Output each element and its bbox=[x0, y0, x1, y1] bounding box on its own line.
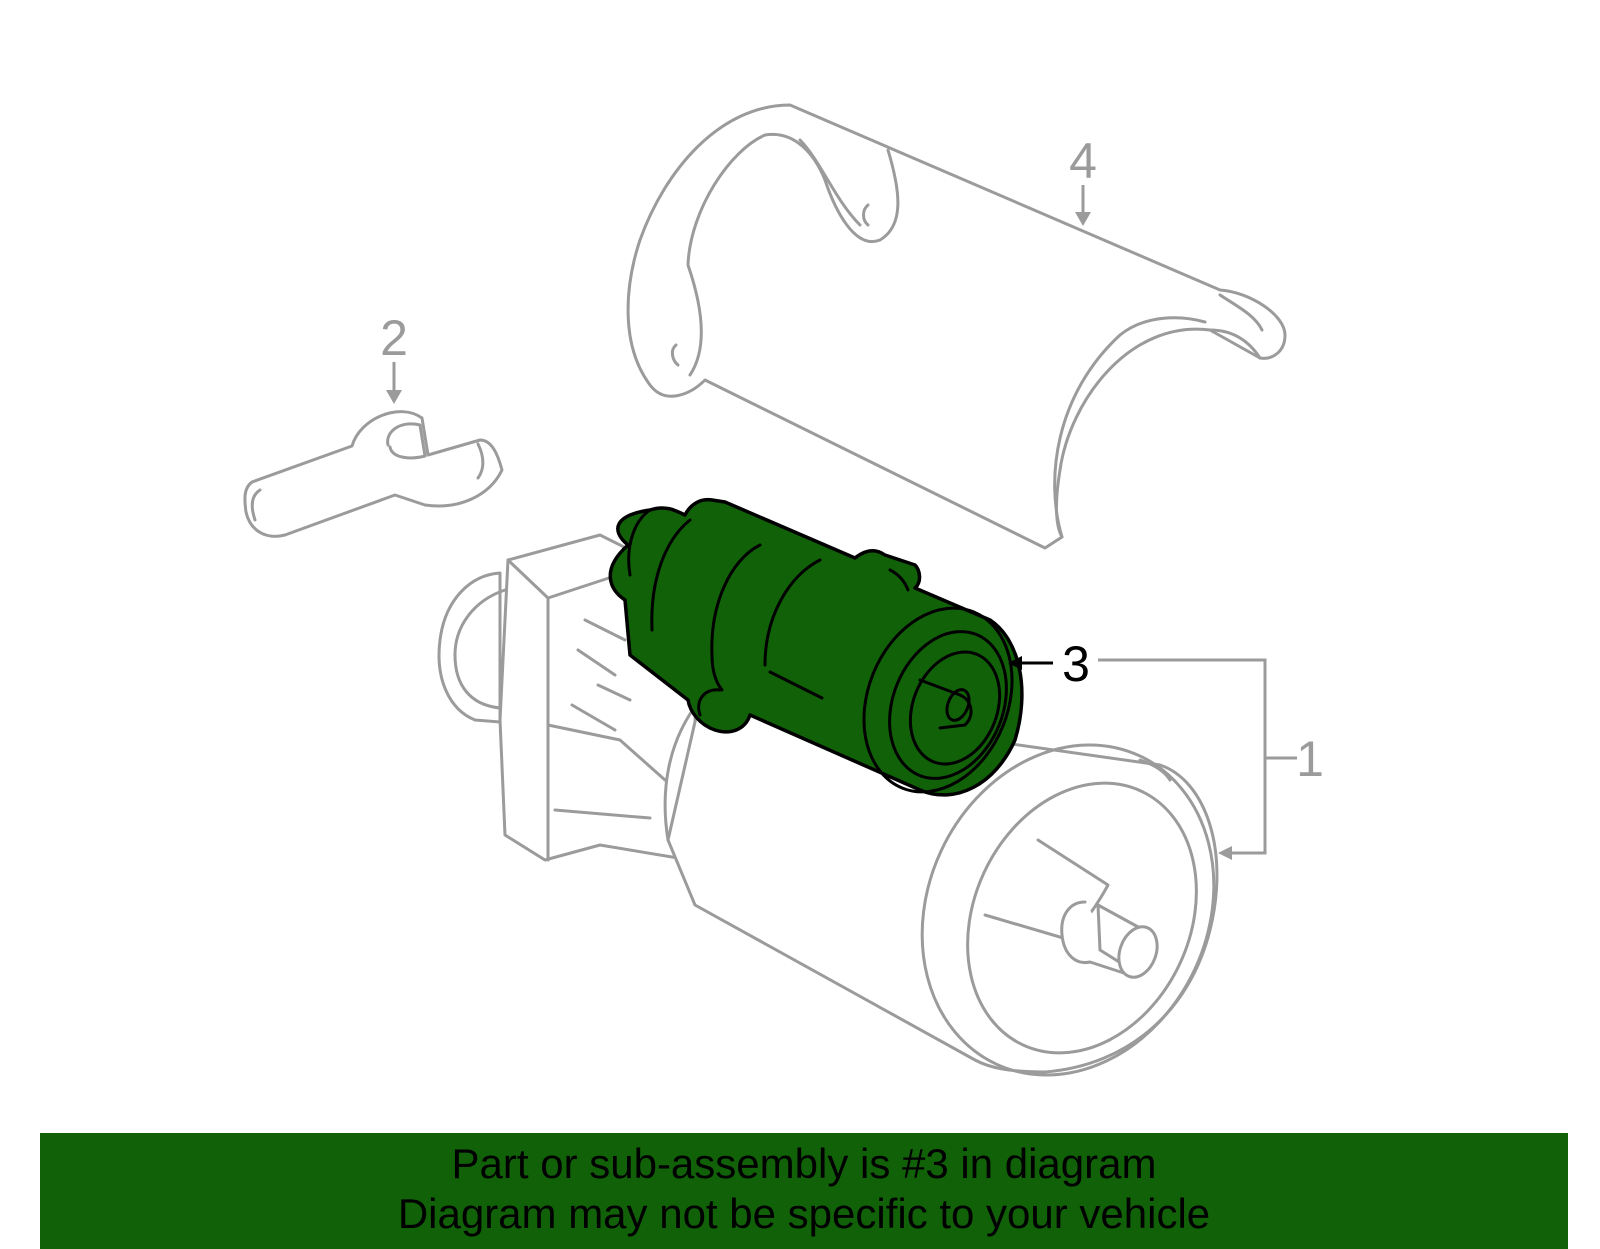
caption-line-2: Diagram may not be specific to your vehi… bbox=[397, 1190, 1211, 1237]
callout-1: 1 bbox=[1098, 658, 1324, 860]
callout-3: 3 bbox=[1008, 636, 1090, 692]
part-4-heat-shield[interactable] bbox=[626, 103, 1287, 550]
parts-diagram: 4 2 3 1 bbox=[243, 103, 1324, 1077]
caption-banner: Part or sub-assembly is #3 in diagram Di… bbox=[40, 1133, 1568, 1249]
caption-line-1: Part or sub-assembly is #3 in diagram bbox=[451, 1140, 1157, 1187]
callout-1-label: 1 bbox=[1296, 731, 1324, 787]
part-3-solenoid[interactable] bbox=[608, 497, 1038, 815]
callout-2: 2 bbox=[380, 310, 408, 404]
callout-4-label: 4 bbox=[1069, 133, 1097, 189]
part-2-bracket[interactable] bbox=[243, 410, 504, 538]
callout-4: 4 bbox=[1069, 133, 1097, 226]
callout-2-label: 2 bbox=[380, 310, 408, 366]
callout-3-label: 3 bbox=[1062, 636, 1090, 692]
